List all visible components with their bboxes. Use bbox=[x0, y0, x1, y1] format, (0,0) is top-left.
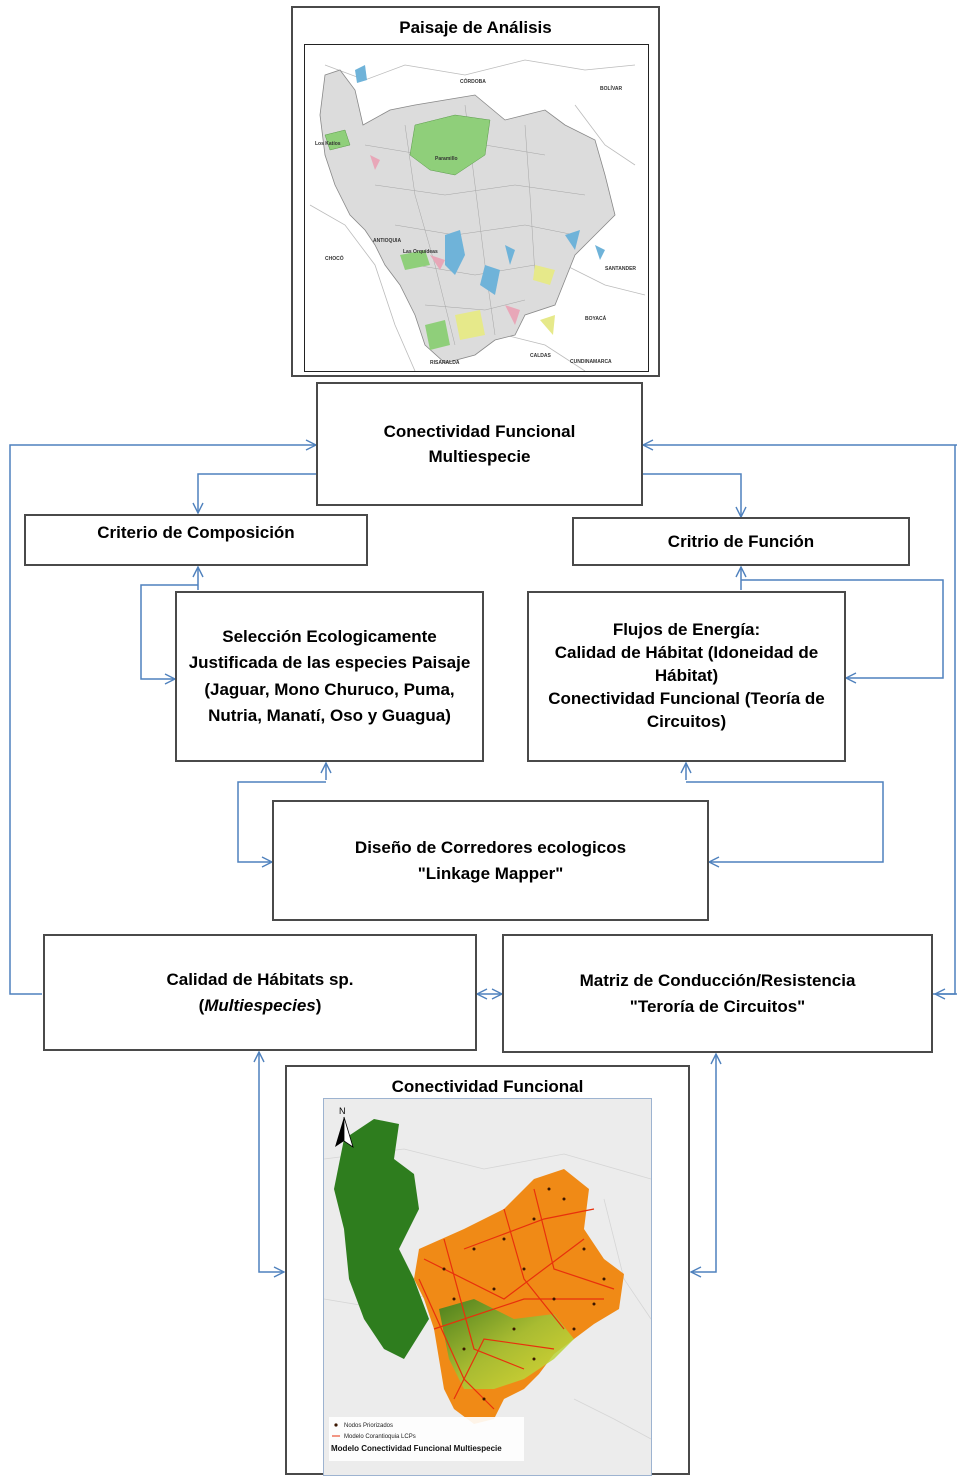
arrow-to-composicion bbox=[198, 473, 316, 513]
box-seleccion-especies: Selección Ecologicamente Justificada de … bbox=[175, 591, 484, 762]
seleccion-line4: Nutria, Manatí, Oso y Guagua) bbox=[208, 705, 451, 725]
calidad-italic: Multiespecies bbox=[204, 995, 316, 1015]
connectivity-panel-title: Conectividad Funcional bbox=[391, 1077, 584, 1096]
flujos-line1: Flujos de Energía: bbox=[612, 620, 761, 640]
legend-item-nodos: Nodos Priorizados bbox=[344, 1423, 393, 1429]
label-caldas: CALDAS bbox=[530, 353, 551, 359]
box-criterio-composicion: Criterio de Composición bbox=[24, 514, 368, 566]
seleccion-line2: Justificada de las especies Paisaje bbox=[188, 653, 471, 673]
legend-item-lcps: Modelo Corantioquia LCPs bbox=[344, 1434, 416, 1440]
landscape-panel: Paisaje de Análisis bbox=[291, 6, 660, 377]
diseno-line2: "Linkage Mapper" bbox=[417, 863, 564, 883]
box-criterio-funcion: Critrio de Función bbox=[572, 517, 910, 566]
label-risaralda: RISARALDA bbox=[430, 360, 460, 366]
landscape-map: CÓRDOBA BOLÍVAR Paramillo Las Orquídeas … bbox=[304, 44, 649, 372]
north-arrow-icon: N bbox=[335, 1106, 354, 1148]
label-santander: SANTANDER bbox=[605, 266, 636, 272]
label-cordoba: CÓRDOBA bbox=[460, 77, 486, 85]
label-antioquia: ANTIOQUIA bbox=[373, 238, 401, 244]
label-orquideas: Las Orquídeas bbox=[403, 249, 438, 255]
flujos-line5: Circuitos) bbox=[646, 711, 727, 731]
label-paramillo: Paramillo bbox=[435, 156, 458, 162]
composicion-label: Criterio de Composición bbox=[97, 523, 295, 543]
arrow-to-funcion bbox=[643, 473, 741, 517]
arrow-seleccion-diseno bbox=[237, 781, 326, 862]
seleccion-line1: Selección Ecologicamente bbox=[222, 626, 437, 646]
north-label: N bbox=[339, 1106, 346, 1116]
arrow-composicion-seleccion bbox=[140, 584, 198, 679]
arrow-funcion-flujos bbox=[741, 579, 944, 678]
box-flujos-energia: Flujos de Energía: Calidad de Hábitat (I… bbox=[527, 591, 846, 762]
landscape-map-graphic: CÓRDOBA BOLÍVAR Paramillo Las Orquídeas … bbox=[305, 45, 648, 372]
conectividad-line2: Multiespecie bbox=[428, 447, 531, 466]
label-cundinamarca: CUNDINAMARCA bbox=[570, 359, 612, 365]
connectivity-panel: Conectividad Funcional bbox=[285, 1065, 690, 1476]
arrow-left-loop bbox=[9, 445, 316, 995]
label-bolivar: BOLÍVAR bbox=[600, 84, 623, 92]
green-region bbox=[334, 1119, 429, 1359]
box-calidad-habitats: Calidad de Hábitats sp. (Multiespecies) bbox=[43, 934, 477, 1051]
legend-title: Modelo Conectividad Funcional Multiespec… bbox=[331, 1444, 502, 1453]
arrow-calidad-panel bbox=[259, 1052, 284, 1272]
arrow-right-loop-side bbox=[935, 445, 956, 994]
connectivity-map-graphic: N Nodos Priorizados Modelo Corantioquia … bbox=[323, 1099, 652, 1475]
diseno-line1: Diseño de Corredores ecologicos bbox=[354, 838, 627, 857]
antioquia-shape bbox=[319, 69, 616, 364]
arrow-flujos-diseno bbox=[686, 781, 884, 862]
seleccion-line3: (Jaguar, Mono Churuco, Puma, bbox=[204, 679, 455, 699]
label-boyaca: BOYACÁ bbox=[585, 315, 607, 322]
flujos-line2: Calidad de Hábitat (Idoneidad de bbox=[554, 643, 819, 663]
label-choco: CHOCÓ bbox=[325, 254, 344, 262]
conectividad-line1: Conectividad Funcional bbox=[383, 421, 576, 441]
box-matriz-conduccion: Matriz de Conducción/Resistencia "Terоrí… bbox=[502, 934, 933, 1053]
box-diseno-corredores: Diseño de Corredores ecologicos "Linkage… bbox=[272, 800, 709, 921]
landscape-panel-title: Paisaje de Análisis bbox=[399, 18, 552, 37]
arrow-matriz-panel bbox=[691, 1054, 716, 1272]
box-conectividad-multiespecie: Conectividad Funcional Multiespecie bbox=[316, 382, 643, 506]
funcion-label: Critrio de Función bbox=[667, 531, 815, 551]
matriz-line2: "Terоría de Circuitos" bbox=[629, 996, 806, 1016]
flujos-line3: Hábitat) bbox=[654, 666, 719, 686]
connectivity-map: N Nodos Priorizados Modelo Corantioquia … bbox=[323, 1098, 652, 1476]
matriz-line1: Matriz de Conducción/Resistencia bbox=[579, 971, 856, 990]
flujos-line4: Conectividad Funcional (Teoría de bbox=[548, 688, 825, 708]
label-katios: Los Katíos bbox=[315, 141, 341, 147]
calidad-line1: Calidad de Hábitats sp. bbox=[166, 970, 354, 989]
calidad-line2: (Multiespecies) bbox=[198, 995, 322, 1015]
